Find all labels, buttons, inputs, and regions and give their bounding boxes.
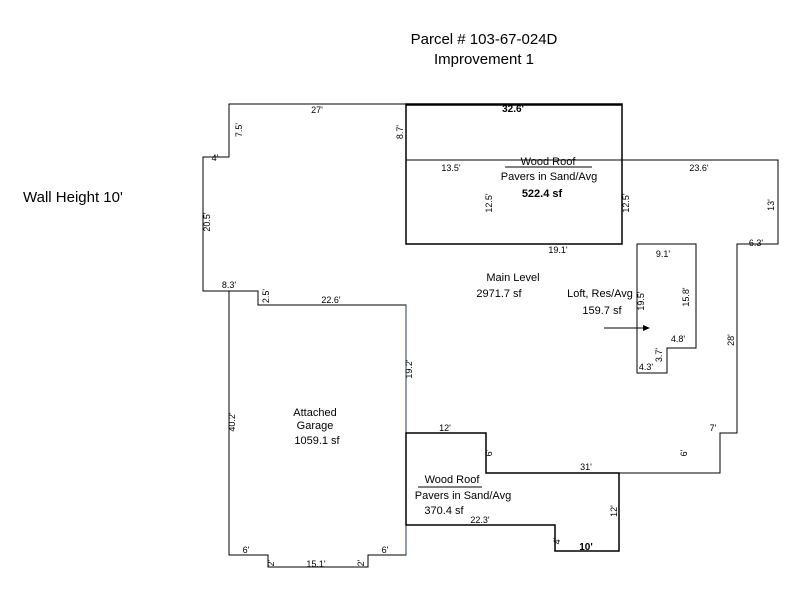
- garage-outline: [228, 290, 407, 568]
- dim-garage-15-1: 15.1': [306, 559, 326, 569]
- dim-mid-12: 12': [439, 423, 451, 433]
- dim-garage-2-5: 2.5': [261, 289, 271, 304]
- dim-top-27: 27': [311, 105, 323, 115]
- loft-area: 159.7 sf: [582, 305, 622, 317]
- dim-patio-19-1: 19.1': [548, 245, 568, 255]
- dim-right-23-6: 23.6': [689, 163, 709, 173]
- dim-lower-4: 4': [552, 537, 562, 544]
- dim-loft-3-7: 3.7': [654, 348, 664, 363]
- improvement-title: Improvement 1: [433, 51, 535, 68]
- dim-loft-15-8: 15.8': [681, 287, 691, 307]
- patio-bottom-area: 370.4 sf: [424, 505, 464, 517]
- dim-right-28: 28': [726, 334, 736, 346]
- dim-patio-right-12-5: 12.5': [621, 193, 631, 213]
- dim-garage-6-right: 6': [382, 545, 389, 555]
- dim-right-6: 6': [679, 449, 689, 456]
- dim-patio-13-5: 13.5': [441, 163, 461, 173]
- loft-outline: [636, 243, 697, 374]
- dim-garage-8-3: 8.3': [222, 280, 237, 290]
- dim-lower-12: 12': [609, 505, 619, 517]
- patio-bottom-outline: [405, 432, 620, 552]
- dim-top-32-6: 32.6': [502, 104, 524, 115]
- dim-right-6-3: 6.3': [749, 238, 764, 248]
- dim-mid-31: 31': [580, 462, 592, 472]
- dim-garage-40-2: 40.2': [227, 412, 237, 432]
- wall-height-label: Wall Height 10': [23, 189, 123, 206]
- dim-loft-4-3: 4.3': [639, 362, 654, 372]
- dim-garage-19-2: 19.2': [404, 359, 414, 379]
- dim-left-4: 4': [212, 153, 219, 163]
- dim-left-20-5: 20.5': [202, 212, 212, 232]
- dim-loft-4-8: 4.8': [671, 334, 686, 344]
- dim-lower-22-3: 22.3': [470, 515, 490, 525]
- patio-bottom-name: Wood Roof: [425, 474, 481, 486]
- dim-garage-2-right: 2': [356, 559, 366, 566]
- dim-right-7: 7': [710, 423, 717, 433]
- dim-lower-10: 10': [579, 542, 593, 553]
- loft-name: Loft, Res/Avg: [567, 288, 633, 300]
- dim-mid-6: 6': [484, 449, 494, 456]
- dim-loft-19-5: 19.5': [636, 291, 646, 311]
- main-level-name: Main Level: [486, 272, 539, 284]
- dim-patio-8-7: 8.7': [395, 125, 405, 140]
- parcel-title: Parcel # 103-67-024D: [410, 31, 558, 48]
- garage-name-1: Attached: [293, 407, 336, 419]
- patio-top-detail: Pavers in Sand/Avg: [501, 171, 597, 183]
- dim-patio-left-12-5: 12.5': [484, 193, 494, 213]
- patio-bottom-detail: Pavers in Sand/Avg: [415, 490, 511, 502]
- loft-arrow: [604, 325, 650, 331]
- garage-name-2: Garage: [297, 420, 334, 432]
- patio-top-outline: [405, 103, 623, 245]
- dim-garage-6-left: 6': [243, 545, 250, 555]
- patio-top-name: Wood Roof: [521, 156, 577, 168]
- dim-loft-9-1: 9.1': [656, 249, 671, 259]
- patio-top-area: 522.4 sf: [522, 188, 563, 200]
- dim-garage-2-left: 2': [266, 559, 276, 566]
- dim-left-7-5: 7.5': [234, 123, 244, 138]
- garage-area: 1059.1 sf: [294, 435, 340, 447]
- dim-right-13: 13': [766, 199, 776, 211]
- main-level-area: 2971.7 sf: [476, 288, 522, 300]
- dim-garage-22-6: 22.6': [321, 295, 341, 305]
